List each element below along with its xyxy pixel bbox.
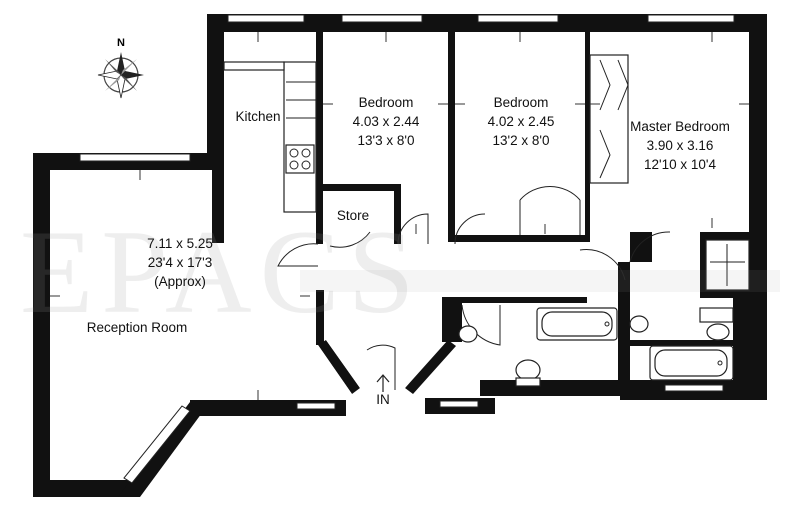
bedroom1-name: Bedroom bbox=[359, 95, 414, 110]
dimension-ticks bbox=[50, 32, 749, 400]
entrance-arrow-icon bbox=[376, 374, 390, 392]
reception-note: (Approx) bbox=[154, 274, 206, 289]
compass-icon bbox=[97, 52, 144, 99]
bathroom-fixtures bbox=[458, 239, 750, 387]
master-bedroom-metric: 3.90 x 3.16 bbox=[647, 138, 714, 153]
door-swings bbox=[277, 186, 671, 390]
bedroom2-metric: 4.02 x 2.45 bbox=[488, 114, 555, 129]
store-label: Store bbox=[337, 208, 369, 223]
internal-walls bbox=[212, 32, 749, 380]
reception-name: Reception Room bbox=[87, 320, 188, 335]
kitchen-label: Kitchen bbox=[235, 109, 280, 124]
bedroom1-imperial: 13'3 x 8'0 bbox=[358, 133, 415, 148]
bedroom2-name: Bedroom bbox=[494, 95, 549, 110]
windows bbox=[79, 14, 735, 484]
reception-imperial: 23'4 x 17'3 bbox=[148, 255, 212, 270]
reception-metric: 7.11 x 5.25 bbox=[147, 236, 213, 251]
bedroom2-imperial: 13'2 x 8'0 bbox=[493, 133, 550, 148]
bedroom1-metric: 4.03 x 2.44 bbox=[353, 114, 420, 129]
kitchen-fixtures bbox=[223, 61, 317, 213]
master-bedroom-name: Master Bedroom bbox=[630, 119, 730, 134]
compass-north-label: N bbox=[117, 37, 125, 49]
master-bedroom-imperial: 12'10 x 10'4 bbox=[644, 157, 716, 172]
wardrobe bbox=[589, 54, 629, 184]
watermark: EPACS bbox=[20, 205, 780, 338]
svg-text:EPACS: EPACS bbox=[20, 205, 422, 338]
entrance-label: IN bbox=[376, 392, 390, 407]
